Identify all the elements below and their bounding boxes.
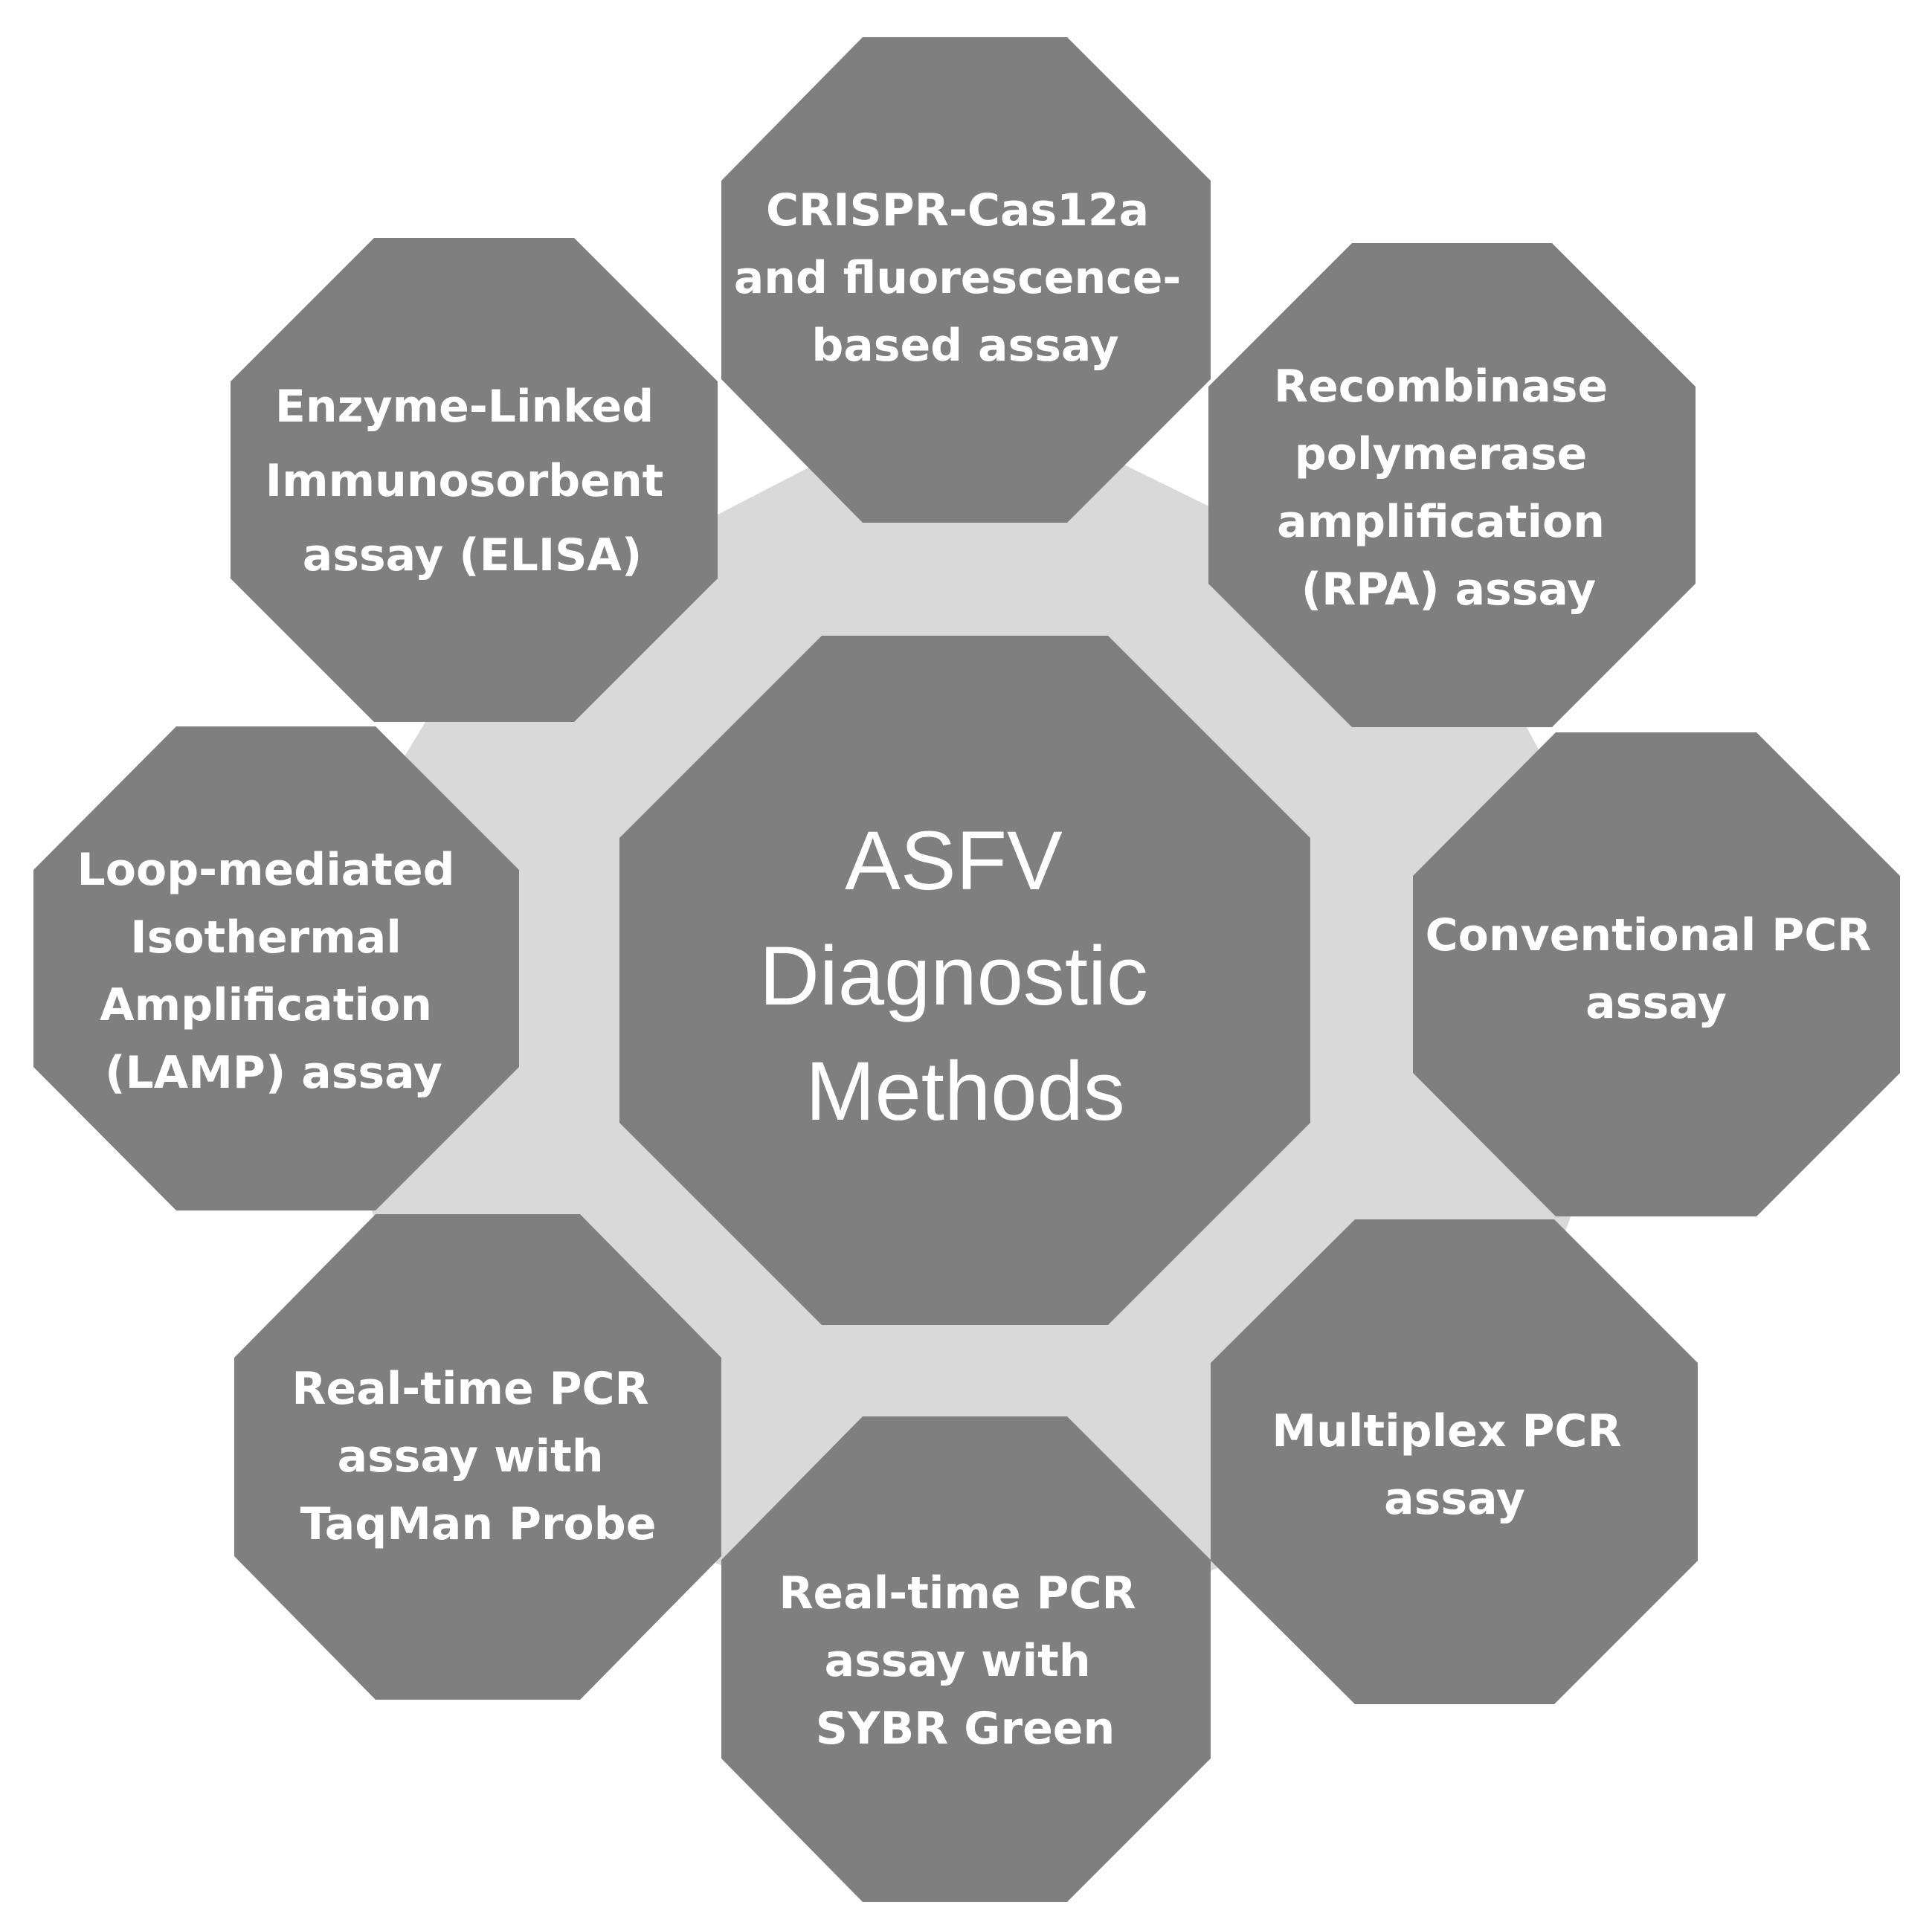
method-label-line: (RPA) assay: [1301, 564, 1597, 616]
method-label-line: assay (ELISA): [303, 529, 643, 581]
method-label-line: CRISPR-Cas12a: [766, 184, 1149, 236]
method-octagon: [721, 1416, 1211, 1902]
method-label-line: assay with: [825, 1635, 1091, 1687]
method-node-lamp: Loop-mediated Isothermal Amplification (…: [33, 726, 519, 1210]
method-label: Loop-mediated Isothermal Amplification (…: [77, 844, 471, 1099]
method-label-line: SYBR Green: [816, 1703, 1115, 1755]
method-label: Multiplex PCR assay: [1272, 1405, 1637, 1525]
method-label-line: (LAMP) assay: [105, 1047, 442, 1099]
method-octagon: [1413, 732, 1900, 1216]
method-label: Conventional PCR assay: [1426, 909, 1887, 1029]
method-label-line: Amplification: [100, 979, 432, 1031]
method-label-line: based assay: [811, 320, 1118, 372]
method-label-line: Recombinase: [1274, 361, 1608, 413]
method-octagon: [721, 37, 1211, 523]
method-label: Real-time PCR assay with TaqMan Probe: [292, 1363, 664, 1550]
center-title-line: Methods: [805, 1045, 1125, 1138]
method-label-line: amplification: [1277, 496, 1605, 548]
method-node-conventional-pcr: Conventional PCR assay: [1413, 732, 1900, 1216]
method-node-crispr: CRISPR-Cas12a and fluorescence- based as…: [721, 37, 1211, 523]
method-node-rpa: Recombinase polymerase amplification (RP…: [1208, 243, 1696, 727]
method-label-line: assay: [1384, 1473, 1525, 1525]
method-label-line: Multiplex PCR: [1272, 1405, 1621, 1457]
method-octagon: [231, 238, 718, 722]
method-octagon: [33, 726, 519, 1210]
center-node: ASFV Diagnostic Methods: [619, 636, 1310, 1325]
method-label-line: Conventional PCR: [1426, 909, 1872, 961]
method-label-line: Loop-mediated: [77, 844, 455, 896]
center-title-line: ASFV: [845, 814, 1063, 907]
method-octagon: [1211, 1219, 1698, 1704]
method-label: CRISPR-Cas12a and fluorescence- based as…: [734, 184, 1197, 372]
method-label: Recombinase polymerase amplification (RP…: [1274, 361, 1623, 616]
method-node-multiplex-pcr: Multiplex PCR assay: [1211, 1219, 1698, 1704]
method-label-line: polymerase: [1295, 428, 1588, 480]
method-label-line: TaqMan Probe: [300, 1498, 657, 1550]
center-octagon: [619, 636, 1310, 1325]
method-label-line: Real-time PCR: [292, 1363, 648, 1415]
method-label-line: Immunosorbent: [265, 455, 664, 507]
method-label: Real-time PCR assay with SYBR Green: [779, 1567, 1151, 1755]
method-octagon: [234, 1214, 721, 1700]
method-label-line: Isothermal: [130, 912, 402, 964]
method-node-realtime-taqman: Real-time PCR assay with TaqMan Probe: [234, 1214, 721, 1700]
method-label-line: Real-time PCR: [779, 1567, 1136, 1619]
method-node-elisa: Enzyme-Linked Immunosorbent assay (ELISA…: [231, 238, 718, 722]
method-label: Enzyme-Linked Immunosorbent assay (ELISA…: [265, 381, 679, 581]
method-label-line: and fluorescence-: [734, 252, 1182, 304]
method-label-line: assay: [1585, 977, 1727, 1029]
method-octagon: [1208, 243, 1696, 727]
center-title: ASFV Diagnostic Methods: [759, 814, 1171, 1138]
method-label-line: assay with: [338, 1431, 604, 1483]
method-label-line: Enzyme-Linked: [275, 381, 654, 433]
center-title-line: Diagnostic: [759, 929, 1148, 1022]
method-node-realtime-sybr: Real-time PCR assay with SYBR Green: [721, 1416, 1211, 1902]
